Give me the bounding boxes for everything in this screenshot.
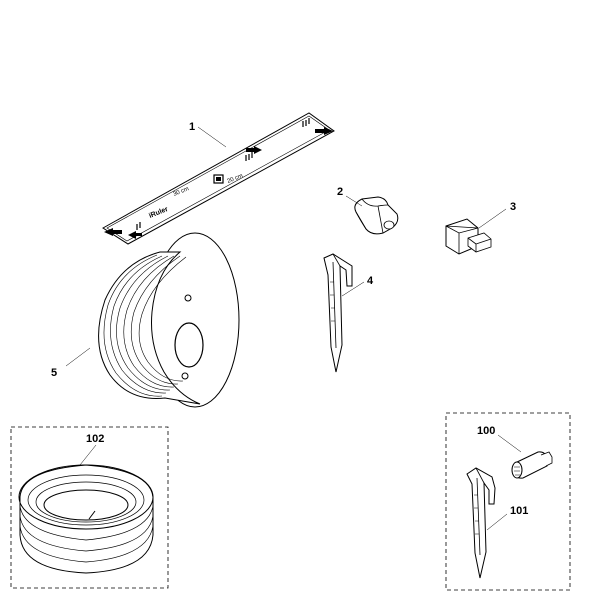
group-box-100-101 — [445, 412, 571, 591]
leader-line-4 — [341, 281, 365, 297]
label-part-102: 102 — [86, 433, 104, 445]
label-part-100: 100 — [477, 425, 495, 437]
label-part-3: 3 — [510, 201, 516, 213]
leader-line-102 — [79, 444, 97, 466]
wire-coil-part — [18, 444, 154, 574]
connector-part — [345, 195, 399, 235]
leader-line-1 — [197, 126, 227, 148]
ruler-mark-a: 30 cm — [173, 186, 190, 198]
ruler-arrow-middle — [246, 146, 262, 154]
label-part-1: 1 — [189, 121, 195, 133]
leader-line-3 — [478, 208, 507, 229]
label-part-5: 5 — [51, 367, 57, 379]
ruler-arrow-right-end — [315, 127, 333, 135]
small-peg-part — [466, 467, 508, 579]
label-part-101: 101 — [510, 505, 528, 517]
wire-spool-part — [65, 232, 240, 408]
ruler-arrow-left — [104, 228, 122, 236]
leader-line-100 — [497, 434, 522, 453]
ruler-square-marker — [213, 174, 224, 184]
small-connector-part — [497, 434, 553, 479]
ruler-ticks — [136, 118, 310, 230]
label-part-4: 4 — [367, 275, 374, 287]
ruler-arrow-left-inner — [128, 231, 142, 239]
leader-line-5 — [65, 347, 91, 367]
block-part — [445, 208, 507, 255]
peg-part — [323, 253, 365, 373]
ruler-part: iRuler 30 cm 20 cm — [102, 112, 335, 245]
leader-line-101 — [486, 513, 508, 531]
group-box-102 — [10, 426, 169, 589]
label-part-2: 2 — [337, 186, 343, 198]
leader-line-2 — [345, 195, 363, 207]
ruler-mark-b: 20 cm — [227, 173, 244, 185]
